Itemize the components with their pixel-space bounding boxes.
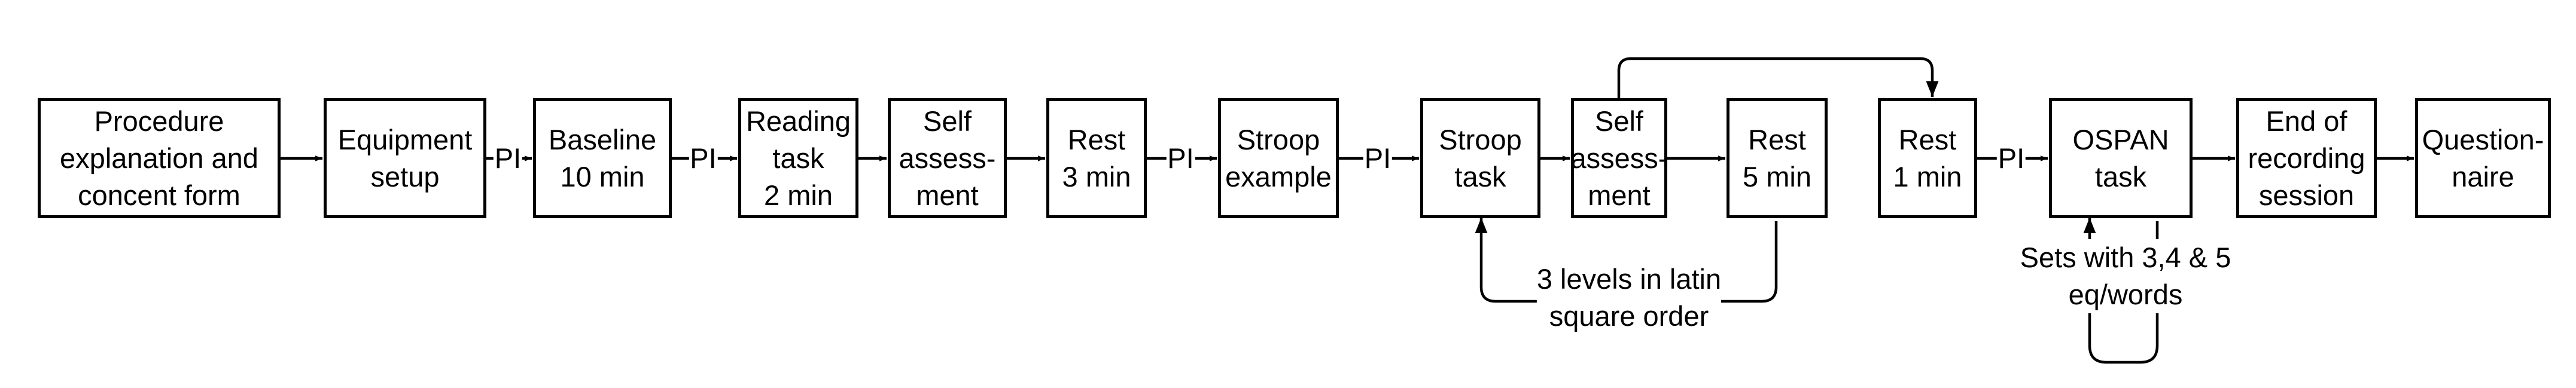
pi-connector-label: PI bbox=[689, 142, 718, 175]
rest-5min-label: Rest 5 min bbox=[1743, 123, 1811, 193]
questionnaire-label: Question- naire bbox=[2422, 123, 2544, 193]
equipment-setup-label: Equipment setup bbox=[337, 123, 473, 193]
equipment-setup-box: Equipment setup bbox=[324, 98, 486, 218]
reading-task-box: Reading task 2 min bbox=[738, 98, 858, 218]
loop-arrow-ospan-repeat bbox=[2083, 218, 2159, 364]
baseline-box: Baseline 10 min bbox=[533, 98, 672, 218]
stroop-loop-note: 3 levels in latin square order bbox=[1536, 261, 1722, 335]
pi-connector-label: PI bbox=[493, 142, 523, 175]
stroop-example-label: Stroop example bbox=[1225, 123, 1332, 193]
ospan-loop-note: Sets with 3,4 & 5 eq/words bbox=[2020, 239, 2231, 313]
reading-task-label: Reading task 2 min bbox=[745, 105, 851, 211]
self-assessment-box-1: Self assess- ment bbox=[888, 98, 1007, 218]
baseline-label: Baseline 10 min bbox=[548, 123, 657, 193]
procedure-explanation-box: Procedure explanation and concent form bbox=[38, 98, 281, 218]
questionnaire-box: Question- naire bbox=[2415, 98, 2551, 218]
rest-3min-label: Rest 3 min bbox=[1062, 123, 1131, 193]
rest-3min-box: Rest 3 min bbox=[1046, 98, 1147, 218]
self-assessment-label-2: Self assess- ment bbox=[1570, 105, 1668, 211]
pi-connector-label: PI bbox=[1996, 142, 2026, 175]
self-assessment-label-1: Self assess- ment bbox=[899, 105, 996, 211]
rest-1min-box: Rest 1 min bbox=[1878, 98, 1977, 218]
pi-connector-label: PI bbox=[1166, 142, 1195, 175]
rest-5min-box: Rest 5 min bbox=[1727, 98, 1828, 218]
stroop-task-label: Stroop task bbox=[1439, 123, 1522, 193]
ospan-task-box: OSPAN task bbox=[2049, 98, 2193, 218]
self-assessment-box-2: Self assess- ment bbox=[1571, 98, 1667, 218]
loop-arrow-selfassessment-to-rest bbox=[1617, 57, 1939, 99]
end-of-recording-box: End of recording session bbox=[2236, 98, 2377, 218]
end-of-recording-label: End of recording session bbox=[2248, 105, 2365, 211]
rest-1min-label: Rest 1 min bbox=[1893, 123, 1962, 193]
stroop-example-box: Stroop example bbox=[1218, 98, 1339, 218]
stroop-task-box: Stroop task bbox=[1420, 98, 1540, 218]
pi-connector-label: PI bbox=[1363, 142, 1393, 175]
ospan-task-label: OSPAN task bbox=[2072, 123, 2169, 193]
procedure-explanation-label: Procedure explanation and concent form bbox=[60, 105, 258, 211]
